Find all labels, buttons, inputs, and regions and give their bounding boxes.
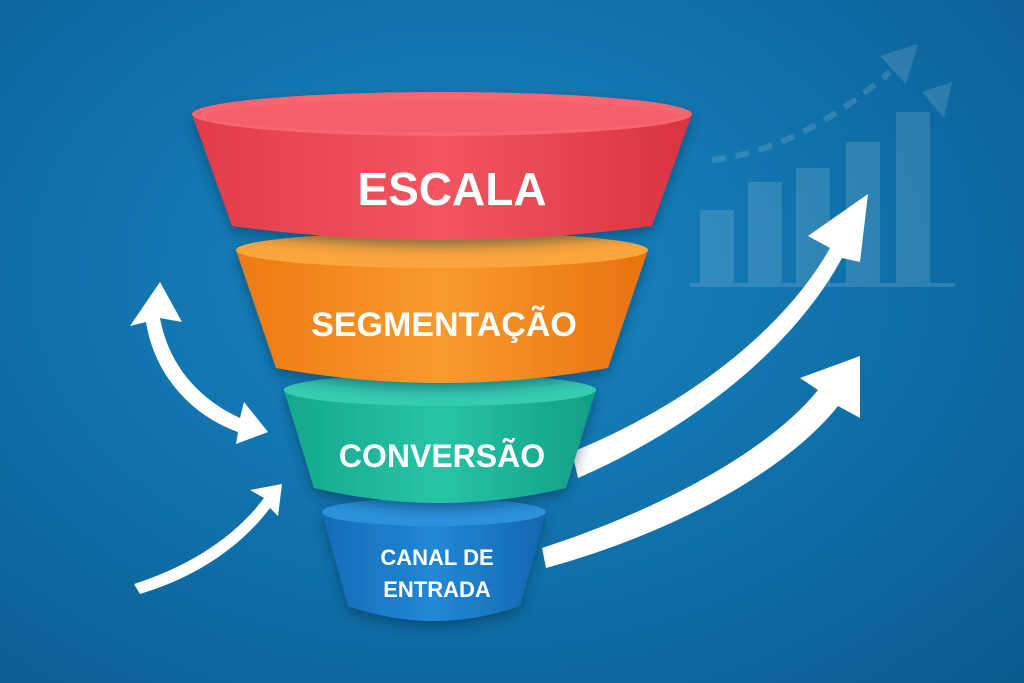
- stage-label-segmentacao: SEGMENTAÇÃO: [311, 306, 577, 344]
- stage-label-escala: ESCALA: [357, 163, 546, 215]
- funnel-stage-canal-de-entrada: CANAL DE ENTRADA: [322, 498, 546, 621]
- lower-rising-arrow-icon: [542, 356, 860, 568]
- bottom-left-arrow-icon: [134, 484, 282, 594]
- funnel-stage-segmentacao: SEGMENTAÇÃO: [236, 232, 648, 383]
- stage-label-entrada-line2: ENTRADA: [383, 577, 491, 602]
- funnel-stage-conversao: CONVERSÃO: [284, 374, 596, 503]
- large-rising-arrow-icon: [572, 194, 868, 478]
- stage-label-canal-de-line1: CANAL DE: [380, 545, 493, 570]
- stage-label-conversao: CONVERSÃO: [339, 438, 545, 474]
- funnel-stage-escala: ESCALA: [192, 92, 692, 240]
- growth-bar-chart-icon: [690, 44, 955, 287]
- growth-arrows: [130, 194, 868, 594]
- left-curved-arrow-icon: [130, 282, 268, 444]
